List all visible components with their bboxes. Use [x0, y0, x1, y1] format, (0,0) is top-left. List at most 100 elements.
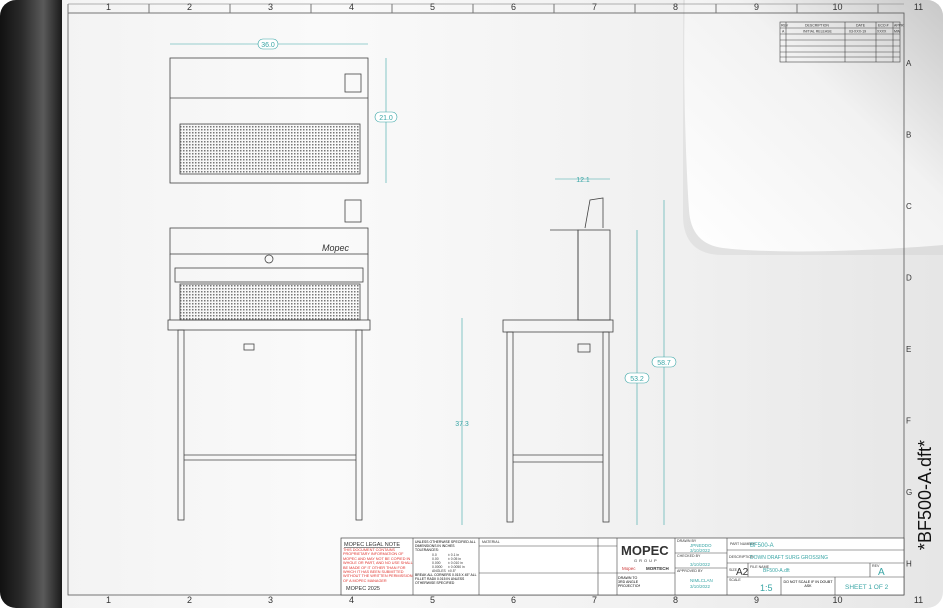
- rev-cell: A: [782, 30, 785, 34]
- checked-label: CHECKED BY: [677, 554, 701, 558]
- revision-table: [779, 21, 901, 63]
- rev-label: REV: [872, 564, 880, 568]
- drawn-date: 3/10/2022: [690, 548, 711, 553]
- column-label: 2: [187, 2, 192, 12]
- description-label: DESCRIPTION: [729, 555, 754, 559]
- approved-label: APPROVED BY: [677, 569, 703, 573]
- front-upper-view: [169, 57, 369, 184]
- appr-header: APPR: [894, 24, 904, 28]
- eco-header: ECO #: [878, 24, 889, 28]
- tolerance-value: 0.0000: [432, 565, 442, 569]
- row-label: G: [906, 488, 912, 497]
- column-label: 3: [268, 2, 273, 12]
- tolerance-value: ± 0.1 in: [448, 553, 459, 557]
- column-label: 4: [349, 595, 354, 605]
- scale: 1:5: [760, 583, 773, 593]
- column-label: 11: [914, 595, 923, 605]
- tolerance-text: UNLESS OTHERWISE SPECIFIED ALL DIMENSION…: [415, 540, 476, 552]
- column-label: 10: [832, 2, 842, 12]
- company-sub: GROUP: [634, 558, 659, 563]
- column-label: 1: [106, 595, 111, 605]
- drawn-by: JPNEDDO: [690, 543, 712, 548]
- legal-text: THIS DOCUMENT CONTAINS PROPRIETARY INFOR…: [343, 548, 413, 583]
- column-label: 9: [754, 595, 759, 605]
- column-label: 2: [187, 595, 192, 605]
- title-block: [340, 537, 905, 596]
- front-view: [167, 199, 371, 521]
- column-label: 6: [511, 595, 516, 605]
- rev-header: REV: [781, 24, 789, 28]
- file: BF500-A.dft: [763, 568, 790, 574]
- tolerance-value: ± 0.05 in: [448, 557, 461, 561]
- tolerance-value: ANGLES: [432, 569, 446, 573]
- part-number: BF500-A: [750, 543, 774, 549]
- break-text: BREAK ALL CORNERS 0.015 X 45° ALL FILLET…: [415, 573, 477, 585]
- sheet-number: SHEET 1 OF 2: [845, 584, 889, 591]
- company-logo: MOPEC: [621, 543, 669, 558]
- size-label: SIZE: [729, 568, 738, 572]
- column-label: 8: [673, 2, 678, 12]
- sheet-size: A2: [736, 567, 749, 578]
- no-scale-note: DO NOT SCALE IF IN DOUBT ASK: [783, 580, 833, 589]
- dim-height-a: 53.2: [630, 376, 644, 383]
- tolerance-value: ± 0.0050 in: [448, 565, 465, 569]
- dim-height: 21.0: [379, 115, 393, 122]
- copyright: MOPEC 2025: [346, 586, 380, 592]
- legal-title: MOPEC LEGAL NOTE: [344, 542, 400, 548]
- dim-height-b: 58.7: [657, 360, 671, 367]
- approved-by: NIMLCLAN: [690, 578, 713, 583]
- row-label: E: [906, 345, 911, 354]
- material-label: MATERIAL: [482, 540, 500, 544]
- document-roll-edge: [0, 0, 62, 608]
- description: DOWN DRAFT SURG GROSSING: [750, 555, 828, 561]
- column-label: 5: [430, 2, 435, 12]
- row-label: B: [906, 131, 911, 140]
- appr-cell: MW: [894, 30, 901, 34]
- checked-date: 3/10/2022: [690, 562, 711, 567]
- scale-label: SCALE: [729, 578, 741, 582]
- tolerance-value: ±0.5°: [448, 569, 457, 573]
- column-label: 10: [832, 595, 842, 605]
- column-label: 11: [914, 2, 923, 12]
- row-label: F: [906, 417, 911, 426]
- tolerance-value: ± 0.010 in: [448, 561, 463, 565]
- column-label: 6: [511, 2, 516, 12]
- column-label: 8: [673, 595, 678, 605]
- rev: A: [878, 567, 885, 578]
- drawn-by-label: DRAWN BY: [677, 539, 697, 543]
- row-label: D: [906, 274, 912, 283]
- column-label: 9: [754, 2, 759, 12]
- eco-cell: XXXX: [877, 30, 887, 34]
- approved-date: 3/10/2022: [690, 584, 711, 589]
- date-header: DATE: [856, 24, 866, 28]
- column-label: 3: [268, 595, 273, 605]
- tolerance-value: 0.00: [432, 557, 439, 561]
- column-label: 7: [592, 595, 597, 605]
- column-label: 4: [349, 2, 354, 12]
- description-header: DESCRIPTION: [805, 24, 829, 28]
- brand-mortech: MORTECH: [646, 566, 669, 571]
- page-curl: [683, 0, 943, 255]
- date-cell: 03-XXX-19: [849, 30, 866, 34]
- file-name-label: *BF500-A.dft*: [915, 440, 935, 551]
- projection-note: DRAWN TO 3RD ANGLE PROJECTION: [618, 576, 640, 589]
- dim-side-depth: 12.1: [576, 177, 590, 184]
- tolerance-value: 0.0: [432, 553, 437, 557]
- tolerance-value: 0.000: [432, 561, 441, 565]
- mopec-logo-drawing: Mopec: [322, 243, 350, 253]
- column-label: 5: [430, 595, 435, 605]
- side-view: [502, 197, 614, 523]
- row-label: H: [906, 560, 912, 569]
- file-label: FILE NAME: [750, 565, 770, 569]
- dim-leg-height: 37.3: [455, 421, 469, 428]
- dim-width: 36.0: [261, 42, 275, 49]
- row-label: C: [906, 202, 912, 211]
- part-label: PART NUMBER: [730, 542, 756, 546]
- column-label: 7: [592, 2, 597, 12]
- brand-mopec: Mopec: [622, 566, 636, 571]
- row-label: A: [906, 59, 912, 68]
- description-cell: INITIAL RELEASE: [803, 30, 833, 34]
- column-label: 1: [106, 2, 111, 12]
